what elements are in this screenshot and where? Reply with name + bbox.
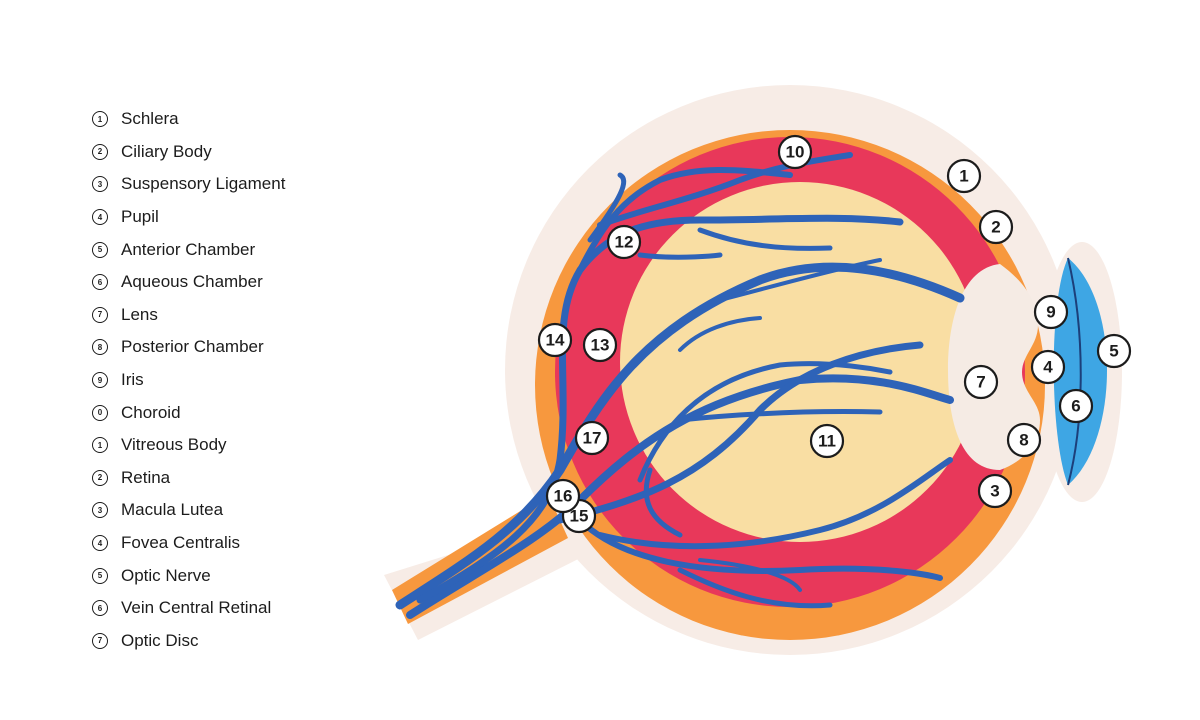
- legend-number: 8: [92, 339, 108, 356]
- legend-item: 2 Retina: [92, 462, 352, 495]
- legend-number: 6: [92, 274, 108, 291]
- marker-5: 5: [1096, 333, 1132, 369]
- svg-text:12: 12: [615, 233, 634, 252]
- legend-item: 7 Optic Disc: [92, 625, 352, 658]
- legend-label: Aqueous Chamber: [121, 272, 263, 292]
- marker-12: 12: [606, 224, 642, 260]
- svg-text:15: 15: [570, 507, 589, 526]
- svg-text:5: 5: [1109, 342, 1118, 361]
- legend-item: 3 Macula Lutea: [92, 494, 352, 527]
- svg-text:7: 7: [976, 373, 985, 392]
- legend-item: 9 Iris: [92, 364, 352, 397]
- svg-text:14: 14: [546, 331, 565, 350]
- cornea-edge: [1067, 257, 1082, 486]
- marker-17: 17: [574, 420, 610, 456]
- legend-item: 6 Aqueous Chamber: [92, 266, 352, 299]
- legend-label: Fovea Centralis: [121, 533, 241, 553]
- legend-number: 1: [92, 437, 108, 454]
- legend-label: Schlera: [121, 109, 179, 129]
- svg-text:11: 11: [818, 432, 836, 451]
- svg-text:2: 2: [991, 218, 1000, 237]
- legend-label: Vein Central Retinal: [121, 598, 272, 618]
- svg-text:10: 10: [786, 143, 805, 162]
- markers: 10 1 2 12 9 14 13 5 4 7 6 8 11 17 3 15 1…: [537, 134, 1132, 534]
- legend-item: 1 Schlera: [92, 103, 352, 136]
- lens: [948, 264, 1040, 470]
- blood-vessels: [395, 152, 965, 619]
- legend-number: 2: [92, 143, 108, 160]
- legend-item: 4 Fovea Centralis: [92, 527, 352, 560]
- legend-label: Choroid: [121, 402, 181, 422]
- legend-label: Suspensory Ligament: [121, 174, 286, 194]
- legend-number: 7: [92, 632, 108, 649]
- legend-number: 0: [92, 404, 108, 421]
- marker-3: 3: [977, 473, 1013, 509]
- marker-7: 7: [963, 364, 999, 400]
- marker-11: 11: [809, 423, 845, 459]
- legend-label: Retina: [121, 467, 171, 487]
- svg-text:17: 17: [583, 429, 602, 448]
- legend-item: 7 Lens: [92, 299, 352, 332]
- marker-14: 14: [537, 322, 573, 358]
- legend-label: Anterior Chamber: [121, 239, 256, 259]
- legend-item: 6 Vein Central Retinal: [92, 592, 352, 625]
- legend-label: Pupil: [121, 207, 159, 227]
- marker-9: 9: [1033, 294, 1069, 330]
- svg-text:3: 3: [990, 482, 999, 501]
- legend-number: 3: [92, 502, 108, 519]
- legend-item: 4 Pupil: [92, 201, 352, 234]
- svg-text:6: 6: [1071, 397, 1080, 416]
- legend-label: Vitreous Body: [121, 435, 227, 455]
- svg-text:4: 4: [1043, 358, 1053, 377]
- legend-label: Lens: [121, 304, 158, 324]
- legend-number: 7: [92, 306, 108, 323]
- marker-8: 8: [1006, 422, 1042, 458]
- legend-list: 1 Schlera 2 Ciliary Body 3 Suspensory Li…: [92, 103, 352, 657]
- legend-number: 4: [92, 535, 108, 552]
- legend-number: 4: [92, 209, 108, 226]
- svg-text:13: 13: [591, 336, 610, 355]
- legend-item: 2 Ciliary Body: [92, 136, 352, 169]
- marker-10: 10: [777, 134, 813, 170]
- marker-4: 4: [1030, 349, 1066, 385]
- legend-number: 5: [92, 567, 108, 584]
- legend-item: 1 Vitreous Body: [92, 429, 352, 462]
- legend-number: 9: [92, 372, 108, 389]
- marker-13: 13: [582, 327, 618, 363]
- legend-number: 1: [92, 111, 108, 128]
- legend-label: Posterior Chamber: [121, 337, 264, 357]
- svg-text:8: 8: [1019, 431, 1028, 450]
- legend-number: 3: [92, 176, 108, 193]
- marker-2: 2: [978, 209, 1014, 245]
- svg-text:1: 1: [959, 167, 968, 186]
- legend-label: Optic Nerve: [121, 565, 211, 585]
- legend-label: Ciliary Body: [121, 141, 212, 161]
- legend-item: 5 Optic Nerve: [92, 559, 352, 592]
- marker-1: 1: [946, 158, 982, 194]
- legend-label: Macula Lutea: [121, 500, 224, 520]
- marker-6: 6: [1058, 388, 1094, 424]
- svg-text:16: 16: [554, 487, 573, 506]
- legend-number: 2: [92, 469, 108, 486]
- legend-label: Iris: [121, 370, 144, 390]
- legend-item: 5 Anterior Chamber: [92, 233, 352, 266]
- legend-item: 3 Suspensory Ligament: [92, 168, 352, 201]
- legend-item: 8 Posterior Chamber: [92, 331, 352, 364]
- legend-label: Optic Disc: [121, 630, 199, 650]
- svg-text:9: 9: [1046, 303, 1055, 322]
- legend-item: 0 Choroid: [92, 396, 352, 429]
- legend-number: 5: [92, 241, 108, 258]
- legend-number: 6: [92, 600, 108, 617]
- marker-16: 16: [545, 478, 581, 514]
